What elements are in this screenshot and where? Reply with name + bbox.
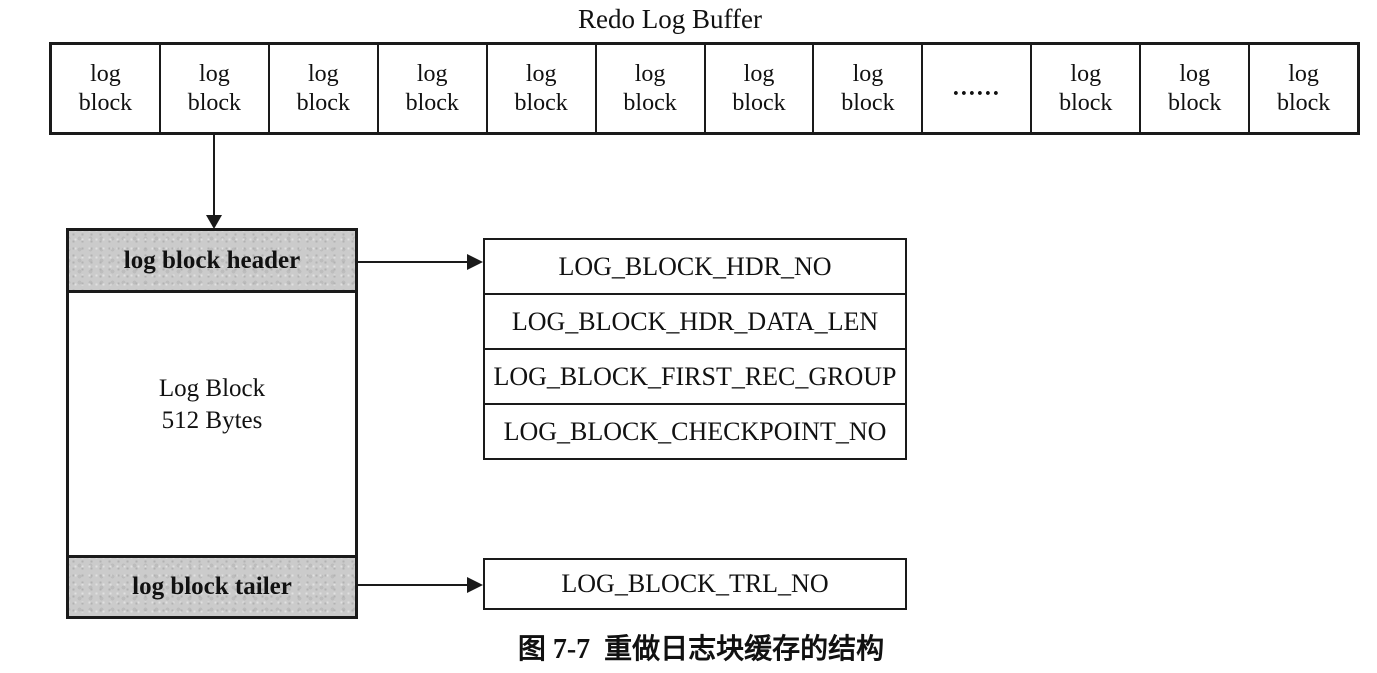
redo-log-buffer-row: log block log block log block log block … — [49, 42, 1360, 135]
log-block-cell: log block — [376, 45, 486, 132]
diagram-title: Redo Log Buffer — [578, 4, 762, 34]
tailer-field-box: LOG_BLOCK_TRL_NO — [483, 558, 907, 610]
log-block-cell: log block — [1030, 45, 1139, 132]
field-row: LOG_BLOCK_FIRST_REC_GROUP — [485, 348, 905, 403]
tailer-arrow-head-icon — [467, 577, 483, 593]
log-block-cell: log block — [485, 45, 595, 132]
log-block-cell: log block — [1139, 45, 1248, 132]
log-block-tailer-section: log block tailer — [69, 555, 355, 616]
tailer-arrow-line — [358, 584, 470, 586]
ellipsis-cell: ...... — [921, 45, 1030, 132]
down-arrow-head-icon — [206, 215, 222, 229]
log-block-cell: log block — [158, 45, 268, 132]
figure-caption: 图 7-7 重做日志块缓存的结构 — [517, 634, 885, 665]
field-row: LOG_BLOCK_CHECKPOINT_NO — [485, 403, 905, 458]
header-arrow-head-icon — [467, 254, 483, 270]
log-block-body-section: Log Block 512 Bytes — [158, 374, 266, 435]
header-arrow-line — [358, 261, 470, 263]
log-block-cell: log block — [594, 45, 704, 132]
log-block-cell: log block — [78, 60, 133, 116]
log-block-cell: log block — [267, 45, 377, 132]
field-row: LOG_BLOCK_HDR_DATA_LEN — [485, 293, 905, 348]
log-block-header-section: log block header — [69, 231, 355, 293]
log-block-cell: log block — [812, 45, 921, 132]
log-block-detail-box: log block header Log Block 512 Bytes log… — [66, 228, 358, 619]
down-arrow-line — [213, 135, 215, 217]
log-block-cell: log block — [1248, 45, 1357, 132]
log-block-cell: log block — [703, 45, 813, 132]
header-fields-box: LOG_BLOCK_HDR_NO LOG_BLOCK_HDR_DATA_LEN … — [483, 238, 907, 460]
field-row: LOG_BLOCK_HDR_NO — [558, 251, 832, 281]
